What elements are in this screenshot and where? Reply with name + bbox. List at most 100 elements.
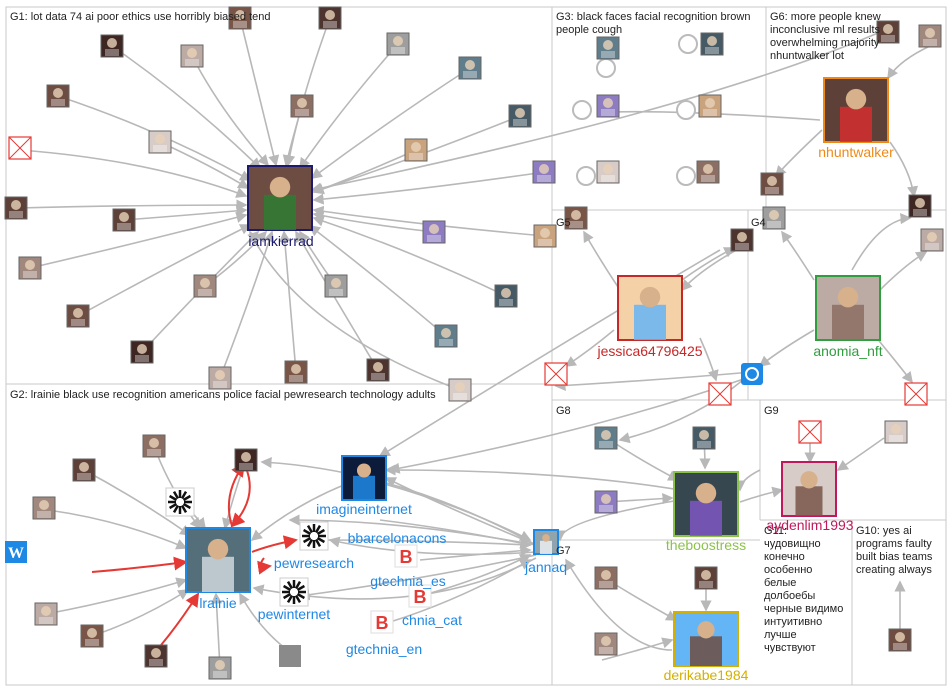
node-label-chnia-cat: chnia_cat xyxy=(402,612,462,628)
group-label-g10-line2: programs faulty xyxy=(856,538,932,550)
avatar-thumbnail xyxy=(34,602,58,626)
group-label-g5: G5 xyxy=(556,217,571,229)
avatar-thumbnail xyxy=(762,206,786,230)
avatar-thumbnail xyxy=(698,94,722,118)
avatar-thumbnail xyxy=(80,624,104,648)
avatar-thumbnail xyxy=(386,32,410,56)
avatar-thumbnail xyxy=(46,84,70,108)
avatar-thumbnail xyxy=(692,426,716,450)
avatar-thumbnail xyxy=(884,420,908,444)
avatar-thumbnail xyxy=(594,566,618,590)
group-label-g10-line4: creating always xyxy=(856,564,932,576)
avatar-thumbnail xyxy=(193,274,217,298)
group-label-g6-line3: overwhelming majority xyxy=(770,37,880,49)
group-label-g1: G1: lot data 74 ai poor ethics use horri… xyxy=(10,11,271,23)
edges xyxy=(17,17,931,669)
avatar-thumbnail xyxy=(696,160,720,184)
group-label-g11-line3: конечно xyxy=(764,551,805,563)
group-label-g11-line9: лучше xyxy=(764,629,797,641)
avatar-thumbnail xyxy=(284,360,308,384)
group-labels: G1: lot data 74 ai poor ethics use horri… xyxy=(10,11,933,654)
group-label-g11-line10: чувствуют xyxy=(764,642,816,654)
avatar-thumbnail xyxy=(112,208,136,232)
hub-node-anomia-nft xyxy=(815,275,881,341)
avatar-thumbnail xyxy=(66,304,90,328)
group-label-g6-line2: inconclusive ml results xyxy=(770,24,881,36)
b-logo-icon: B xyxy=(394,544,418,568)
node-label-imagineinternet: imagineinternet xyxy=(316,501,412,517)
avatar-thumbnail xyxy=(324,274,348,298)
avatar-thumbnail xyxy=(920,228,944,252)
node-label-lrainie: lrainie xyxy=(199,595,237,611)
starburst-icon xyxy=(299,521,329,551)
group-label-g2: G2: lrainie black use recognition americ… xyxy=(10,389,436,401)
avatar-thumbnail xyxy=(18,256,42,280)
svg-text:B: B xyxy=(400,547,413,567)
avatar-thumbnail xyxy=(234,448,258,472)
group-label-g11-line8: интуитивно xyxy=(764,616,822,628)
avatar-thumbnail xyxy=(908,194,932,218)
group-label-g9: G9 xyxy=(764,405,779,417)
avatar-thumbnail xyxy=(694,566,718,590)
avatar-thumbnail xyxy=(448,378,472,402)
broken-image-icon xyxy=(904,382,928,406)
avatar-thumbnail xyxy=(404,138,428,162)
avatar-thumbnail xyxy=(208,656,232,680)
svg-text:W: W xyxy=(8,545,24,562)
hub-node-nhuntwalker xyxy=(823,77,889,143)
b-logo-icon: B xyxy=(370,610,394,634)
avatar-thumbnail xyxy=(208,366,232,390)
avatar-thumbnail xyxy=(594,426,618,450)
group-label-g7: G7 xyxy=(556,545,571,557)
broken-image-icon xyxy=(8,136,32,160)
node-label-bbarcelonacons: bbarcelonacons xyxy=(348,530,447,546)
avatar-thumbnail xyxy=(318,6,342,30)
group-label-g3-line2: people cough xyxy=(556,24,622,36)
group-label-g8: G8 xyxy=(556,405,571,417)
hub-node-theboostress xyxy=(673,471,739,537)
starburst-icon xyxy=(165,487,195,517)
avatar-thumbnail xyxy=(228,6,252,30)
group-label-g6-line4: nhuntwalker lot xyxy=(770,50,844,62)
avatar-thumbnail xyxy=(148,130,172,154)
node-labels: iamkierrad lrainie imagineinternet bbarc… xyxy=(199,144,894,683)
avatar-thumbnail xyxy=(760,172,784,196)
node-label-aydenlim1993: aydenlim1993 xyxy=(766,517,853,533)
avatar-thumbnail xyxy=(72,458,96,482)
node-label-derikabe1984: derikabe1984 xyxy=(664,667,749,683)
avatar-thumbnail xyxy=(564,206,588,230)
avatar-thumbnail xyxy=(876,20,900,44)
coin-icon xyxy=(741,363,763,385)
avatar-thumbnail xyxy=(434,324,458,348)
b-logo-icon: B xyxy=(408,584,432,608)
group-label-g11: G11: xyxy=(764,525,787,537)
avatar-thumbnail xyxy=(596,36,620,60)
hub-node-jannaq xyxy=(533,529,559,555)
node-label-gtechnia-en: gtechnia_en xyxy=(346,641,422,657)
avatar-thumbnail xyxy=(533,224,557,248)
node-label-gtechnia-es: gtechnia_es xyxy=(370,573,446,589)
group-label-g3: G3: black faces facial recognition brown xyxy=(556,11,750,23)
broken-image-icon xyxy=(544,362,568,386)
avatar-thumbnail xyxy=(508,104,532,128)
avatar-thumbnail xyxy=(290,94,314,118)
node-label-nhuntwalker: nhuntwalker xyxy=(818,144,894,160)
avatar-thumbnail xyxy=(594,490,618,514)
avatar-thumbnail xyxy=(494,284,518,308)
avatar-thumbnail xyxy=(458,56,482,80)
avatar-thumbnail xyxy=(730,228,754,252)
node-label-pewinternet: pewinternet xyxy=(258,606,330,622)
svg-text:B: B xyxy=(376,613,389,633)
hub-node-imagineinternet xyxy=(341,455,387,501)
group-label-g4: G4 xyxy=(751,217,766,229)
hub-node-iamkierrad xyxy=(247,165,313,231)
starburst-icon xyxy=(279,577,309,607)
node-label-pewresearch: pewresearch xyxy=(274,555,354,571)
grey-square-icon xyxy=(279,645,301,667)
avatar-thumbnail xyxy=(700,32,724,56)
avatar-thumbnail xyxy=(532,160,556,184)
group-label-g11-line4: особенно xyxy=(764,564,812,576)
node-label-anomia-nft: anomia_nft xyxy=(813,343,882,359)
avatar-thumbnail xyxy=(100,34,124,58)
